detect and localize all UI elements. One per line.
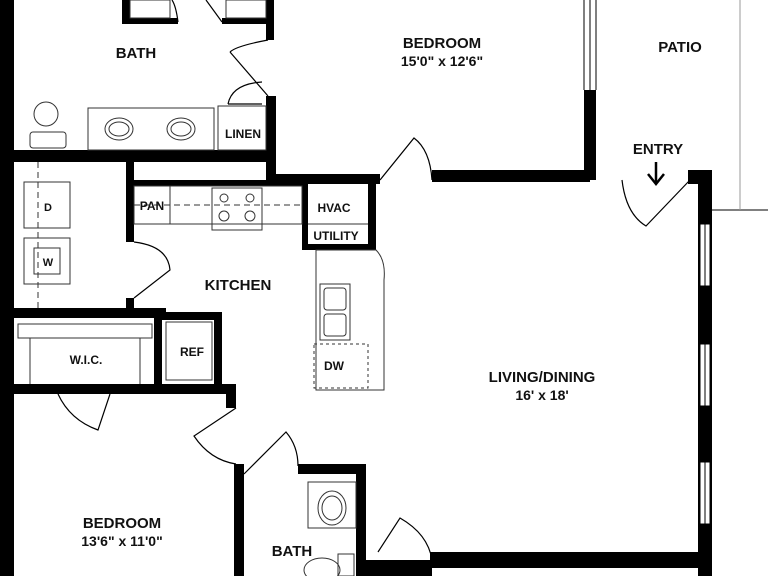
label-patio: PATIO	[658, 39, 702, 56]
wall-hvac-bottom	[302, 244, 376, 250]
linen-closet	[217, 105, 267, 151]
dishwasher-icon	[313, 343, 369, 389]
wall-hvac-right	[368, 178, 376, 248]
entry-arrow-icon	[647, 162, 665, 187]
label-living-dim: 16' x 18'	[515, 387, 568, 403]
label-entry: ENTRY	[633, 141, 683, 158]
wall-bedroom-bottom-top-right	[226, 384, 236, 408]
vanity-top	[87, 107, 215, 151]
label-hvac: HVAC	[317, 201, 350, 215]
wall-laundry-bottom	[14, 308, 166, 318]
label-dryer: D	[44, 202, 52, 214]
fixtures	[17, 0, 385, 576]
wall-kitchen-ref-right	[214, 312, 222, 384]
toilet-bottom-icon	[303, 553, 355, 576]
washer-icon	[23, 237, 71, 285]
wall-bedroom-bottom-right	[432, 170, 590, 182]
dryer-icon	[23, 181, 71, 229]
island-sink-icon	[319, 283, 351, 341]
label-wic: W.I.C.	[70, 353, 103, 367]
windows	[699, 223, 711, 525]
refrigerator-icon	[165, 321, 213, 381]
wall-left-outer	[0, 0, 14, 576]
label-living: LIVING/DINING	[489, 369, 596, 386]
wall-bath-bedroom	[266, 96, 276, 180]
label-kitchen: KITCHEN	[205, 277, 272, 294]
wall-bedroom2-right	[234, 464, 244, 576]
wall-wic-right	[154, 318, 162, 388]
bath-tub-top-left	[129, 0, 171, 19]
wall-bedroom-right	[584, 90, 596, 180]
label-bedroom-bottom: BEDROOM	[83, 515, 161, 532]
wall-bath-top-b	[122, 18, 178, 24]
label-bath-bottom: BATH	[272, 543, 313, 560]
label-washer: W	[43, 257, 54, 269]
wall-hvac-outer	[302, 178, 374, 184]
range-icon	[211, 187, 263, 231]
sink-right-icon	[166, 117, 196, 141]
labels: BATH BEDROOM 15'0" x 12'6" PATIO ENTRY L…	[43, 35, 702, 560]
wall-wic-bottom	[14, 384, 236, 394]
label-bedroom-top: BEDROOM	[403, 35, 481, 52]
label-linen: LINEN	[225, 127, 261, 141]
wall-bath2-right	[356, 464, 366, 576]
wic-shelf	[17, 323, 153, 339]
label-bedroom-top-dim: 15'0" x 12'6"	[401, 53, 483, 69]
wall-bottom-left	[360, 560, 432, 576]
sink-left-icon	[104, 117, 134, 141]
wall-laundry-right	[126, 162, 134, 242]
wall-bath-top-c	[222, 18, 272, 24]
label-pantry: PAN	[140, 199, 164, 213]
wall-laundry-right-low	[126, 298, 134, 310]
label-dw: DW	[324, 359, 345, 373]
wall-hvac-left	[302, 178, 308, 250]
kitchen-island	[315, 249, 385, 391]
sink-bottom-icon	[317, 490, 347, 526]
patio	[583, 0, 768, 211]
wall-bath-bottom	[0, 150, 276, 162]
bath-tub-top-right	[225, 0, 267, 19]
wall-living-bottom	[430, 552, 712, 568]
wall-bath2-top	[298, 464, 364, 474]
doors	[57, 0, 691, 561]
wall-pantry-top	[126, 180, 306, 186]
label-utility: UTILITY	[313, 229, 358, 243]
label-bath-top: BATH	[116, 45, 157, 62]
wall-bath-top-a	[122, 0, 130, 24]
label-ref: REF	[180, 345, 204, 359]
toilet-top-icon	[29, 101, 67, 149]
wall-kitchen-ref-top	[160, 312, 220, 320]
vanity-bottom	[307, 481, 357, 529]
label-bedroom-bottom-dim: 13'6" x 11'0"	[81, 533, 162, 549]
wall-bath-top-d	[266, 0, 274, 40]
